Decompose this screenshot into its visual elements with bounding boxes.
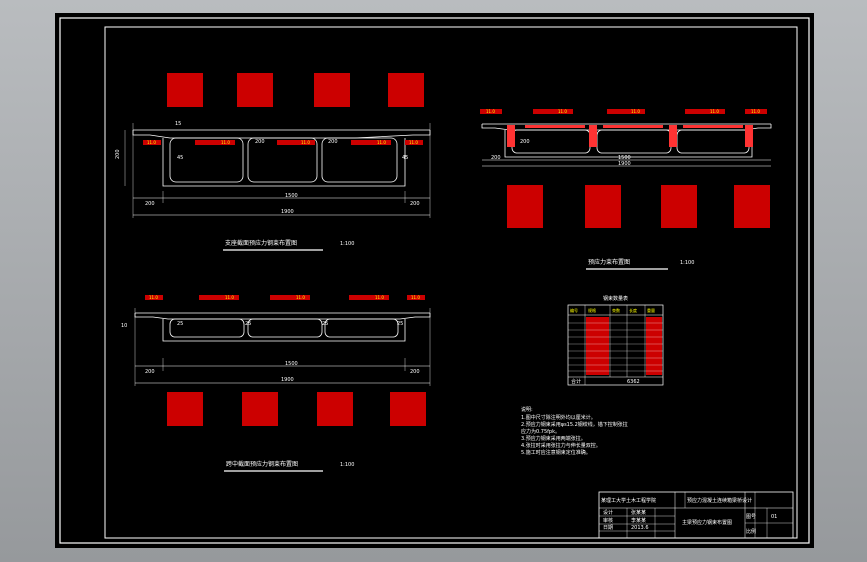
tendon-tag-c4: 11.0 <box>375 295 384 300</box>
notes-title: 说明: <box>521 406 533 413</box>
note-4: 3.预应力钢束采用两端张拉。 <box>521 435 586 442</box>
table-header-3: 长度 <box>629 307 637 313</box>
table-total-value: 6362 <box>627 379 640 385</box>
note-6: 5.施工时应注意钢束定位准确。 <box>521 449 591 456</box>
tendon-tag-a1: 11.0 <box>147 140 156 145</box>
tb-sheet-label: 图号 <box>746 514 756 520</box>
tb-check-name: 李某某 <box>631 517 646 524</box>
dim-side-c2: 200 <box>410 369 420 375</box>
inner-frame <box>104 26 798 539</box>
dim-200-a: 200 <box>255 139 265 145</box>
outer-frame <box>59 17 810 544</box>
tendon-tag-b3: 11.0 <box>631 109 640 114</box>
tb-school: 某理工大学土木工程学院 <box>601 497 656 504</box>
tendon-tag-a4: 11.0 <box>377 140 386 145</box>
tb-date-label: 日期 <box>603 525 613 531</box>
tendon-tag-a5: 11.0 <box>409 140 418 145</box>
tendon-tag-c1: 11.0 <box>149 295 158 300</box>
dim-mid-a: 1500 <box>285 193 298 199</box>
dim-side-a2: 200 <box>410 201 420 207</box>
dim-total-a: 1900 <box>281 209 294 215</box>
tendon-tag-c2: 11.0 <box>225 295 234 300</box>
tb-design-name: 张某某 <box>631 509 646 516</box>
dim-25-c3: 25 <box>322 321 328 327</box>
dim-side-b: 200 <box>491 155 501 161</box>
tendon-tag-b5: 11.0 <box>751 109 760 114</box>
tendon-table-row-a <box>167 73 424 107</box>
tendon-table-row-b <box>507 185 770 228</box>
table-header-1: 规格 <box>588 307 596 313</box>
tb-design-label: 设计 <box>603 509 613 516</box>
general-notes: 说明: 1.图中尺寸除注明外均以厘米计。 2.预应力钢束采用φs15.2钢绞线，… <box>521 406 628 456</box>
tb-scale-label: 比例 <box>746 528 756 535</box>
dim-total-b: 1900 <box>618 161 631 167</box>
view-support-section: 1500 1900 200 200 200 45 45 200 200 15 1… <box>115 121 431 251</box>
dim-45-a2: 45 <box>402 155 408 161</box>
view-scale-b: 1:100 <box>680 260 694 266</box>
tb-drawing-name: 主梁预应力钢束布置图 <box>682 519 732 526</box>
tendon-tag-b4: 11.0 <box>710 109 719 114</box>
view-title-a: 支座截面预应力钢束布置图 <box>225 239 297 247</box>
dim-side-c: 200 <box>145 369 155 375</box>
drawing-canvas: 1500 1900 200 200 200 45 45 200 200 15 1… <box>59 17 810 544</box>
table-header-0: 编号 <box>570 307 578 313</box>
tendon-quantity-table: 钢束数量表 编号 规格 束数 长度 重量 <box>567 295 664 386</box>
dim-200-b: 200 <box>520 139 530 145</box>
tendon-tag-b2: 11.0 <box>558 109 567 114</box>
dim-15-a: 15 <box>175 121 181 127</box>
table-total-label: 合计 <box>571 378 581 385</box>
table-header-2: 束数 <box>612 307 620 313</box>
tb-check-label: 审核 <box>603 517 613 524</box>
note-5: 4.张拉时采用张拉力与伸长量双控。 <box>521 442 601 449</box>
dim-height-a: 200 <box>115 149 121 159</box>
tendon-tag-c5: 11.0 <box>411 295 420 300</box>
dim-10-c: 10 <box>121 323 127 329</box>
note-3: 应力为0.75fpk。 <box>521 428 560 435</box>
title-block: 某理工大学土木工程学院 预应力混凝土连续箱梁桥设计 主梁预应力钢束布置图 设计 … <box>598 491 794 539</box>
view-midspan-section: 11.0 11.0 11.0 11.0 11.0 1500 1900 2 <box>121 295 431 472</box>
drawing-sheet: 1500 1900 200 200 200 45 45 200 200 15 1… <box>55 13 814 548</box>
dim-25-c2: 25 <box>245 321 251 327</box>
dim-side-a: 200 <box>145 201 155 207</box>
tb-sheet-value: 01 <box>771 514 777 520</box>
tendon-table-row-c <box>167 392 426 426</box>
table-title: 钢束数量表 <box>603 295 628 302</box>
note-2: 2.预应力钢束采用φs15.2钢绞线，锚下控制张拉 <box>521 421 628 428</box>
tendon-tag-a3: 11.0 <box>301 140 310 145</box>
note-1: 1.图中尺寸除注明外均以厘米计。 <box>521 414 596 421</box>
dim-45-a: 45 <box>177 155 183 161</box>
view-tendon-arrangement: 1500 1900 200 200 11.0 11.0 11.0 11.0 11… <box>480 109 772 270</box>
tb-date-value: 2013.6 <box>631 525 649 531</box>
tendon-tag-c3: 11.0 <box>296 295 305 300</box>
view-title-b: 预应力束布置图 <box>588 258 630 266</box>
dim-total-c: 1900 <box>281 377 294 383</box>
table-header-4: 重量 <box>647 307 655 313</box>
tendon-tag-b1: 11.0 <box>486 109 495 114</box>
view-scale-c: 1:100 <box>340 462 354 468</box>
dim-25-c4: 25 <box>397 321 403 327</box>
view-scale-a: 1:100 <box>340 241 354 247</box>
dim-mid-c: 1500 <box>285 361 298 367</box>
dim-200-a3: 200 <box>328 139 338 145</box>
dim-mid-b: 1500 <box>618 155 631 161</box>
tb-project: 预应力混凝土连续箱梁桥设计 <box>687 497 752 504</box>
tendon-tag-a2: 11.0 <box>221 140 230 145</box>
view-title-c: 跨中截面预应力钢束布置图 <box>226 460 298 468</box>
dim-25-c: 25 <box>177 321 183 327</box>
